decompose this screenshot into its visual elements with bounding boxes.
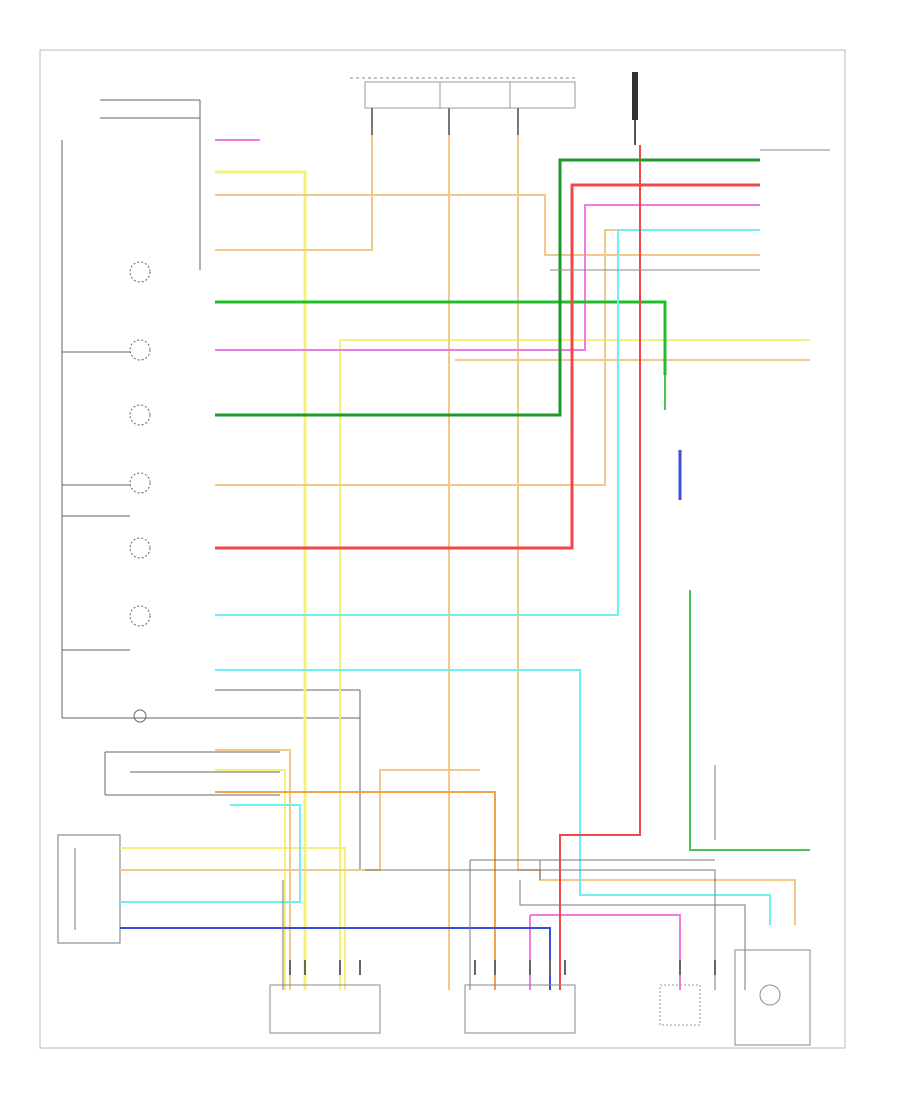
module-2 — [464, 984, 576, 1034]
fuse-block — [350, 77, 576, 135]
dark-green-wire — [215, 158, 760, 417]
control-assembly — [57, 834, 121, 944]
tan-wire-2 — [215, 194, 760, 256]
switch-module — [659, 984, 701, 1026]
module-1 — [269, 984, 381, 1034]
output-connector — [550, 149, 830, 271]
tan-wire-1 — [215, 135, 373, 251]
yellow-wire-5 — [215, 769, 286, 990]
diagram-border — [39, 49, 846, 1049]
harness-lines — [282, 765, 746, 990]
yellow-wire-2 — [120, 847, 346, 990]
pink-wire-2 — [215, 204, 760, 351]
switch-assembly — [61, 99, 361, 870]
pink-wire-3 — [530, 914, 681, 990]
tan-wire-8 — [215, 749, 291, 990]
blower-switch — [104, 751, 280, 796]
yellow-wire-1 — [215, 170, 307, 990]
light-green-wire — [215, 300, 667, 375]
green-wire-ground — [689, 590, 810, 851]
tan-wire-5 — [215, 229, 760, 486]
red-wire-2 — [559, 145, 641, 990]
dark-blue-wire — [120, 927, 551, 990]
light-blue-wire-1 — [215, 229, 760, 616]
light-blue-wire-3 — [120, 804, 301, 903]
module-3 — [734, 949, 811, 1046]
fuse-element — [632, 72, 638, 120]
red-wire-1 — [215, 183, 760, 550]
terminal-ticks — [289, 960, 716, 975]
orange-wire — [215, 791, 496, 990]
blower-motor-icon — [759, 984, 781, 1006]
tan-wire-6 — [120, 769, 480, 871]
light-blue-wire-2 — [215, 669, 771, 925]
